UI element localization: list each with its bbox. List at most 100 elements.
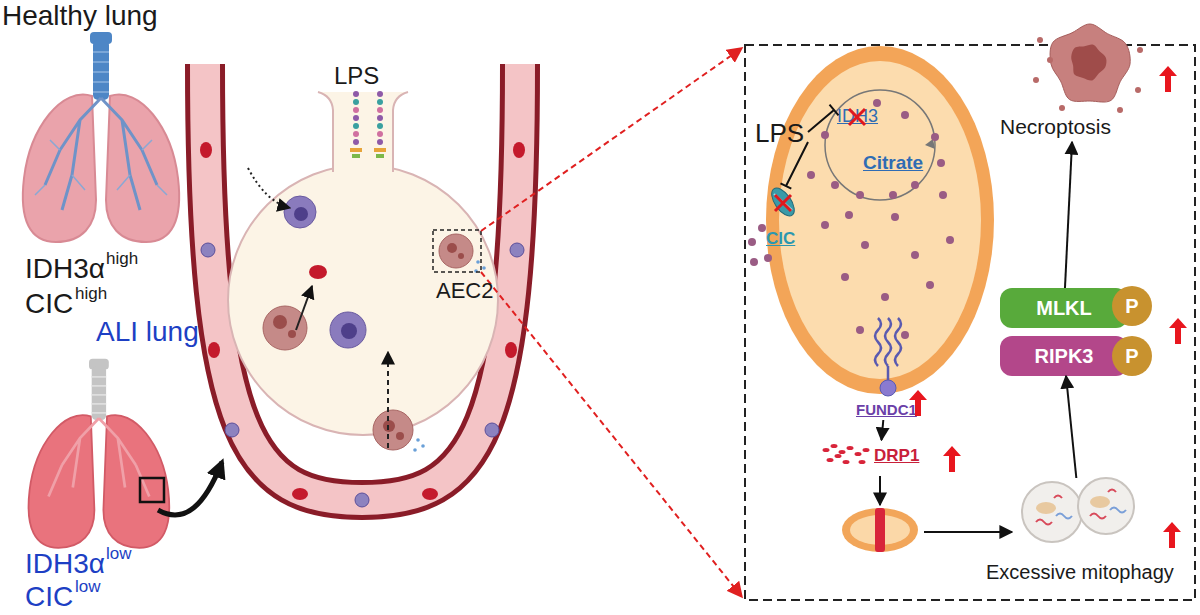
zoom-leader — [481, 48, 742, 597]
block-cross — [775, 109, 865, 211]
receptor-symbol-part — [885, 318, 891, 366]
mitochondrion-part — [856, 191, 864, 199]
mitophagy-symbol-part — [1022, 482, 1082, 542]
fission-protein-part — [843, 460, 850, 464]
level-superscript: low — [75, 578, 101, 595]
process-arrow — [880, 476, 1012, 532]
fission-protein-part — [839, 450, 846, 454]
block-cross — [849, 109, 865, 125]
increase-arrow — [1159, 66, 1177, 92]
damaged-cell — [421, 444, 425, 448]
level-superscript: high — [75, 285, 107, 302]
node-text: DRP1 — [874, 447, 919, 464]
fission-protein-part — [855, 452, 862, 456]
necroptotic-cell-part — [1135, 87, 1141, 93]
focus-box — [433, 230, 481, 272]
fission-protein-part — [827, 458, 834, 462]
spilled-citrate — [764, 254, 772, 262]
fragmented-mitochondrion — [842, 508, 918, 552]
mitophagy-symbol-part — [1090, 496, 1110, 508]
blood-cell — [355, 493, 369, 507]
damaged-cell — [373, 410, 413, 450]
damaged-cell — [416, 438, 420, 442]
flow-arrow — [881, 420, 883, 440]
mitochondrion-part — [911, 181, 919, 189]
mitochondrion-part — [937, 159, 945, 167]
stimulus-label: LPS — [334, 64, 379, 88]
alveolus — [228, 165, 498, 435]
healthy-lung — [93, 52, 109, 92]
mitochondrion-part — [901, 331, 909, 339]
capillary — [205, 64, 520, 500]
fragmented-mitochondrion — [842, 508, 918, 552]
injured-lung — [49, 418, 150, 496]
mitochondrion-part — [891, 213, 899, 221]
increase-arrow — [909, 66, 1187, 548]
lps-molecule — [352, 154, 384, 158]
increase-arrow — [943, 446, 961, 472]
gene-label: IDH3α — [25, 255, 105, 283]
node-text: P — [1112, 346, 1152, 366]
injured-lung — [92, 377, 106, 413]
mitochondrion-part — [889, 191, 897, 199]
fragmented-mitochondrion — [875, 508, 885, 552]
zoom-arrow — [158, 462, 222, 515]
zoom-leader — [481, 48, 742, 231]
lps-molecule — [377, 99, 383, 105]
damaged-cell — [263, 234, 486, 452]
damaged-cell — [439, 234, 473, 268]
mitochondrion-part — [766, 46, 994, 394]
increase-arrow — [1169, 318, 1187, 344]
mitochondrion-part — [821, 131, 829, 139]
lps-molecule — [377, 115, 383, 121]
migration-arrow — [248, 168, 388, 448]
damaged-cell — [413, 448, 417, 452]
necroptotic-cell-part — [1059, 105, 1065, 111]
damaged-cell — [273, 315, 287, 329]
mitophagy-symbol-part — [1056, 514, 1072, 519]
injured-lung — [29, 359, 170, 548]
mitochondrion-part — [779, 61, 981, 379]
damaged-cell — [458, 253, 464, 259]
fission-protein-part — [835, 454, 842, 458]
damaged-cell — [482, 266, 486, 270]
receptor-symbol-part — [887, 366, 890, 380]
node-text: Citrate — [863, 153, 923, 172]
lps-molecule — [353, 99, 359, 105]
healthy-lung — [35, 140, 167, 195]
mitochondrion-part — [939, 191, 947, 199]
detail-panel — [745, 45, 1195, 600]
immune-cell — [330, 312, 366, 348]
alveolus — [318, 92, 408, 172]
alveolus — [318, 92, 408, 176]
mitophagy-symbol-part — [1036, 520, 1052, 525]
increase-arrow — [909, 390, 927, 416]
fission-protein-part — [847, 446, 854, 450]
damaged-cell — [447, 243, 457, 253]
capillary — [205, 64, 520, 500]
blood-cell — [513, 142, 525, 158]
necroptotic-cell-part — [1050, 24, 1130, 102]
gene-label: CIC — [25, 583, 73, 611]
protein-box-part — [1000, 288, 1128, 328]
spilled-citrate — [748, 224, 772, 266]
process-arrow — [924, 531, 1012, 533]
mitophagy-symbol-part — [1090, 514, 1106, 519]
inhibition-line — [781, 105, 839, 189]
damaged-cell — [263, 306, 307, 350]
blood-cell — [422, 488, 438, 500]
immune-cell — [309, 265, 327, 279]
healthy-lung — [93, 40, 109, 100]
alveolus — [228, 92, 498, 435]
panel-title: Healthy lung — [2, 2, 158, 30]
spilled-citrate — [748, 238, 756, 246]
receptor-symbol-part — [880, 380, 896, 396]
migration-arrow — [387, 352, 389, 448]
process-arrow — [879, 476, 881, 505]
immune-cell — [284, 196, 316, 228]
citrate-carrier-part — [774, 194, 792, 210]
flow-arrow — [1065, 142, 1072, 288]
mitochondrion-part — [861, 241, 869, 249]
migration-arrow — [248, 168, 290, 208]
